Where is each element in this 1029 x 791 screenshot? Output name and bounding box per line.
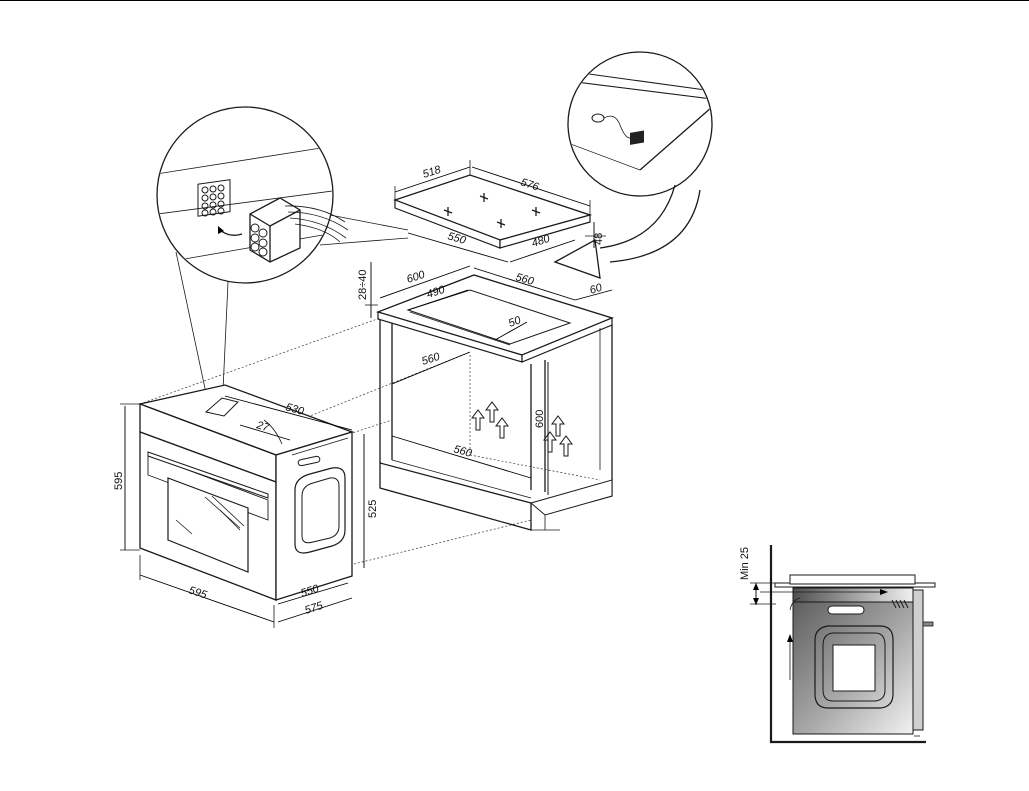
dim-oven-body-depth: 550: [299, 582, 321, 599]
top-rule: [0, 0, 1029, 1]
dimension-labels: 518 576 550 480 48 28÷40 600 490 560 60 …: [113, 163, 605, 616]
dim-worktop-cutout-depth: 490: [425, 283, 447, 300]
oven: [137, 384, 355, 601]
dim-hob-cutout-width: 550: [446, 230, 468, 247]
dim-rear-clearance: 60: [588, 281, 604, 296]
connector-socket-icon: [197, 179, 231, 217]
cable-plug-icon: [591, 113, 644, 145]
dimension-lines: [120, 160, 613, 628]
direction-arrow-icon: [553, 238, 601, 279]
airflow-arrow-icon: [471, 401, 573, 457]
dim-oven-body-height: 525: [367, 500, 379, 518]
dim-cabinet-inner-height: 600: [534, 410, 546, 428]
hob: [393, 174, 593, 249]
dim-oven-fascia-depth: 27: [254, 419, 271, 434]
dim-worktop-depth: 600: [405, 268, 427, 285]
dim-worktop-cutout-width: 560: [514, 271, 536, 288]
dim-oven-height: 595: [113, 472, 125, 490]
dim-hob-width: 576: [519, 176, 541, 193]
dim-min-gap: Min 25: [739, 547, 751, 580]
cabinet: [375, 274, 614, 531]
dim-worktop-thickness: 28÷40: [357, 269, 369, 300]
dim-hob-cutout-depth: 480: [530, 232, 552, 249]
connector-detail: [156, 106, 409, 413]
dim-hob-height: 48: [593, 233, 605, 245]
connector-plug-icon: [249, 197, 349, 263]
dim-oven-width: 595: [187, 584, 209, 601]
dim-oven-depth: 530: [284, 401, 306, 418]
dim-front-clearance: 50: [507, 314, 523, 330]
cable-detail: [553, 51, 713, 279]
dim-cabinet-inner-width-top: 560: [420, 350, 442, 367]
dim-oven-total-depth: 575: [303, 599, 325, 616]
dim-cabinet-inner-width-bottom: 560: [452, 443, 474, 460]
section-view: Min 25: [739, 545, 936, 744]
dim-hob-depth: 518: [421, 163, 443, 180]
